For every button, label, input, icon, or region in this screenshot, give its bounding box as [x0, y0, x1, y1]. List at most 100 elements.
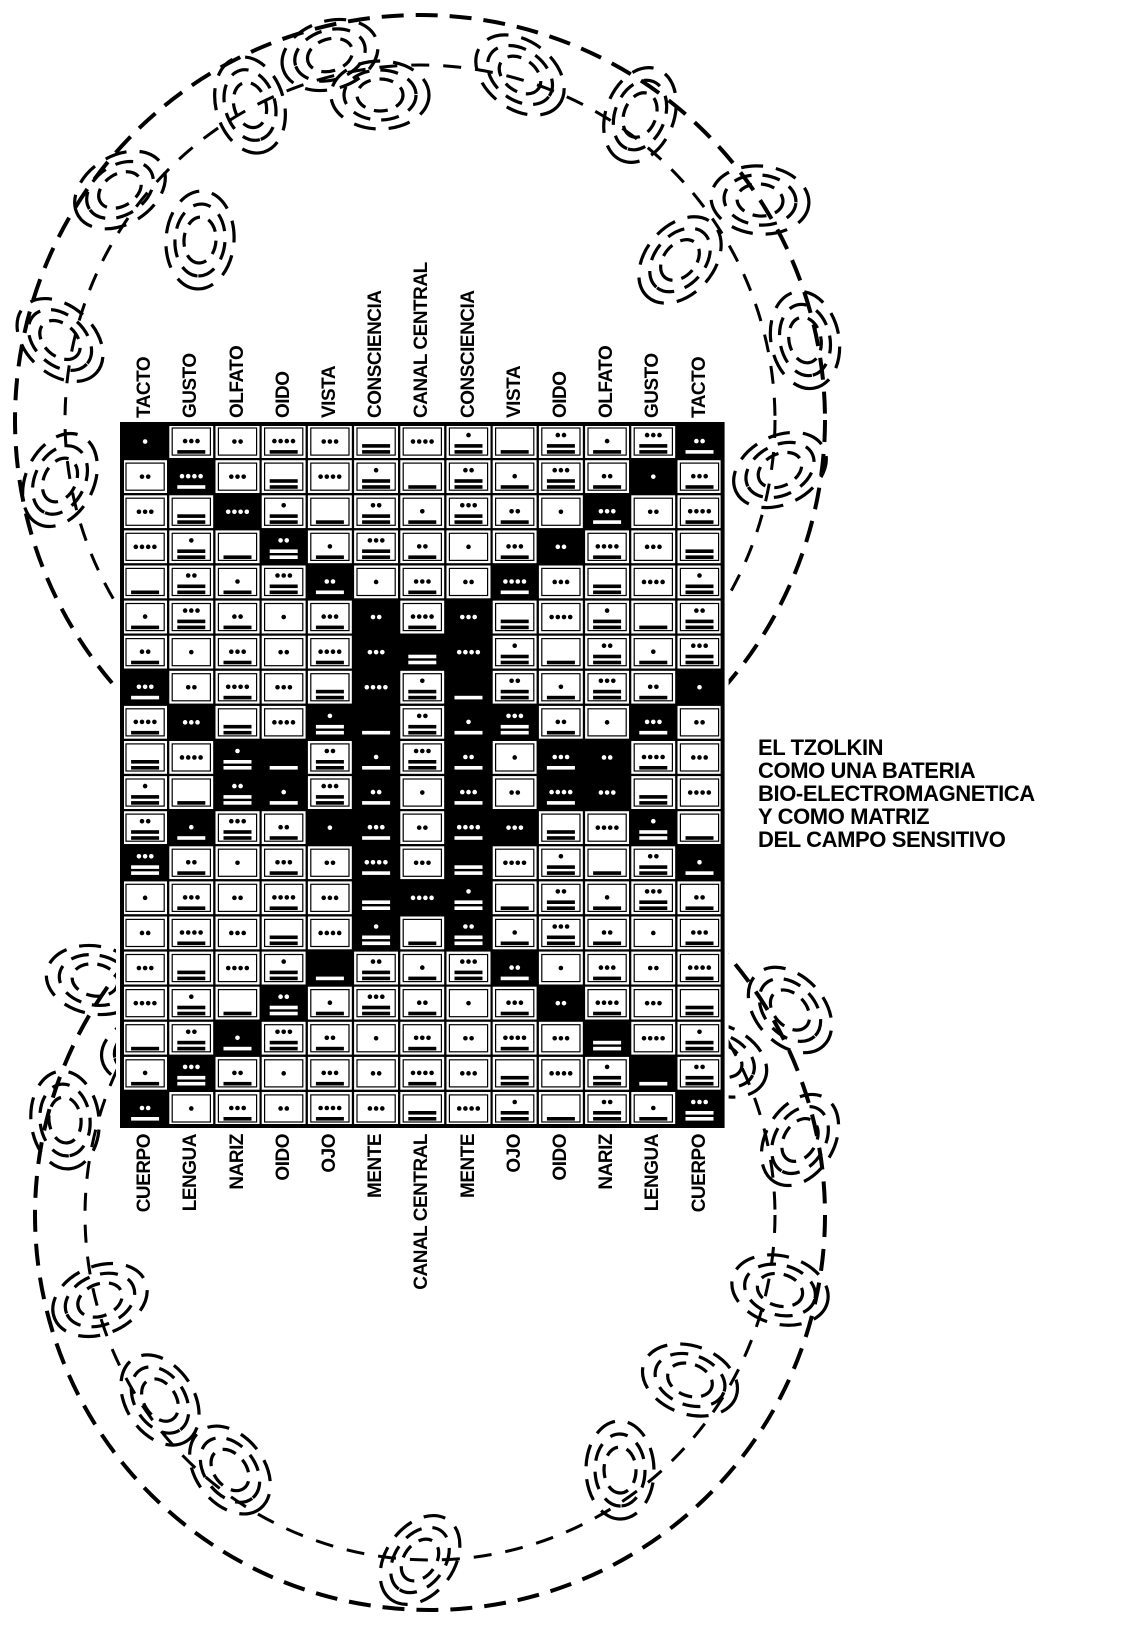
- grid-cell: [122, 459, 168, 494]
- bottom-label-text: NARIZ: [227, 1134, 249, 1190]
- grid-cell: [214, 915, 260, 950]
- grid-cell: [630, 951, 676, 986]
- grid-cell: [630, 494, 676, 529]
- grid-cell: [538, 459, 584, 494]
- grid-cell: [492, 494, 538, 529]
- grid-cell: [676, 600, 722, 635]
- grid-cell: [445, 1091, 491, 1126]
- grid-cell: [353, 810, 399, 845]
- grid-cell: [307, 810, 353, 845]
- grid-cell: [168, 845, 214, 880]
- grid-cell: [445, 951, 491, 986]
- grid-cell: [630, 1021, 676, 1056]
- grid-cell: [538, 424, 584, 459]
- grid-cell: [492, 845, 538, 880]
- grid-cell: [399, 986, 445, 1021]
- grid-cell: [214, 635, 260, 670]
- grid-cell: [261, 915, 307, 950]
- grid-cell: [399, 529, 445, 564]
- grid-cell: [122, 810, 168, 845]
- grid-cell: [584, 424, 630, 459]
- grid-cell: [676, 705, 722, 740]
- grid-cell: [630, 845, 676, 880]
- grid-cell: [122, 1021, 168, 1056]
- grid-cell: [676, 459, 722, 494]
- grid-cell: [261, 775, 307, 810]
- swirl-ornament: [460, 18, 579, 131]
- grid-cell: [307, 670, 353, 705]
- grid-cell: [538, 529, 584, 564]
- top-label-text: CANAL CENTRAL: [411, 262, 433, 418]
- grid-cell: [168, 600, 214, 635]
- grid-cell: [307, 986, 353, 1021]
- grid-cell: [676, 986, 722, 1021]
- grid-cell: [492, 810, 538, 845]
- grid-cell: [445, 529, 491, 564]
- swirl-ornament: [8, 421, 112, 539]
- grid-cell: [399, 880, 445, 915]
- grid-cell: [676, 1021, 722, 1056]
- grid-cell: [538, 670, 584, 705]
- grid-cell: [584, 529, 630, 564]
- grid-cell: [399, 424, 445, 459]
- top-label-text: OLFATO: [596, 346, 618, 418]
- grid-cell: [492, 424, 538, 459]
- grid-cell: [630, 1056, 676, 1091]
- grid-cell: [538, 1091, 584, 1126]
- grid-cell: [399, 951, 445, 986]
- grid-cell: [307, 775, 353, 810]
- caption-line-2: COMO UNA BATERIA: [758, 759, 1035, 782]
- caption: EL TZOLKIN COMO UNA BATERIA BIO-ELECTROM…: [758, 736, 1035, 851]
- grid-cell: [214, 775, 260, 810]
- grid-cell: [122, 529, 168, 564]
- grid-cell: [353, 1021, 399, 1056]
- grid-cell: [353, 564, 399, 599]
- grid-cell: [445, 810, 491, 845]
- grid-cell: [445, 986, 491, 1021]
- grid-cell: [307, 951, 353, 986]
- bottom-label-text: MENTE: [365, 1134, 387, 1198]
- swirl-ornament: [632, 1331, 747, 1428]
- grid-cell: [307, 740, 353, 775]
- grid-cell: [261, 1056, 307, 1091]
- top-label-text: GUSTO: [180, 353, 202, 418]
- grid-cell: [168, 740, 214, 775]
- grid-cell: [584, 880, 630, 915]
- grid-cell: [353, 951, 399, 986]
- grid-cell: [353, 529, 399, 564]
- grid-cell: [399, 600, 445, 635]
- grid-cell: [353, 880, 399, 915]
- swirl-ornament: [173, 1410, 287, 1529]
- grid-cell: [584, 494, 630, 529]
- grid-cell: [261, 564, 307, 599]
- grid-cell: [307, 600, 353, 635]
- grid-cell: [168, 1021, 214, 1056]
- grid-cell: [307, 705, 353, 740]
- grid-cell: [445, 880, 491, 915]
- swirl-ornament: [60, 135, 179, 245]
- grid-cell: [214, 670, 260, 705]
- grid-cell: [261, 880, 307, 915]
- caption-line-5: DEL CAMPO SENSITIVO: [758, 828, 1035, 851]
- grid-cell: [399, 845, 445, 880]
- grid-cell: [261, 635, 307, 670]
- grid-cell: [168, 529, 214, 564]
- grid-cell: [584, 459, 630, 494]
- top-label-text: TACTO: [134, 357, 156, 418]
- grid-cell: [584, 986, 630, 1021]
- grid-cell: [122, 494, 168, 529]
- grid-cell: [538, 1021, 584, 1056]
- grid-cell: [445, 775, 491, 810]
- grid-cell: [584, 600, 630, 635]
- grid-cell: [538, 810, 584, 845]
- grid-cell: [353, 600, 399, 635]
- grid-cell: [584, 670, 630, 705]
- grid-cell: [122, 564, 168, 599]
- grid-cell: [676, 564, 722, 599]
- grid-cell: [353, 670, 399, 705]
- grid-cell: [584, 740, 630, 775]
- grid-cell: [445, 600, 491, 635]
- swirl-ornament: [42, 1250, 158, 1350]
- grid-cell: [538, 740, 584, 775]
- grid-cell: [399, 635, 445, 670]
